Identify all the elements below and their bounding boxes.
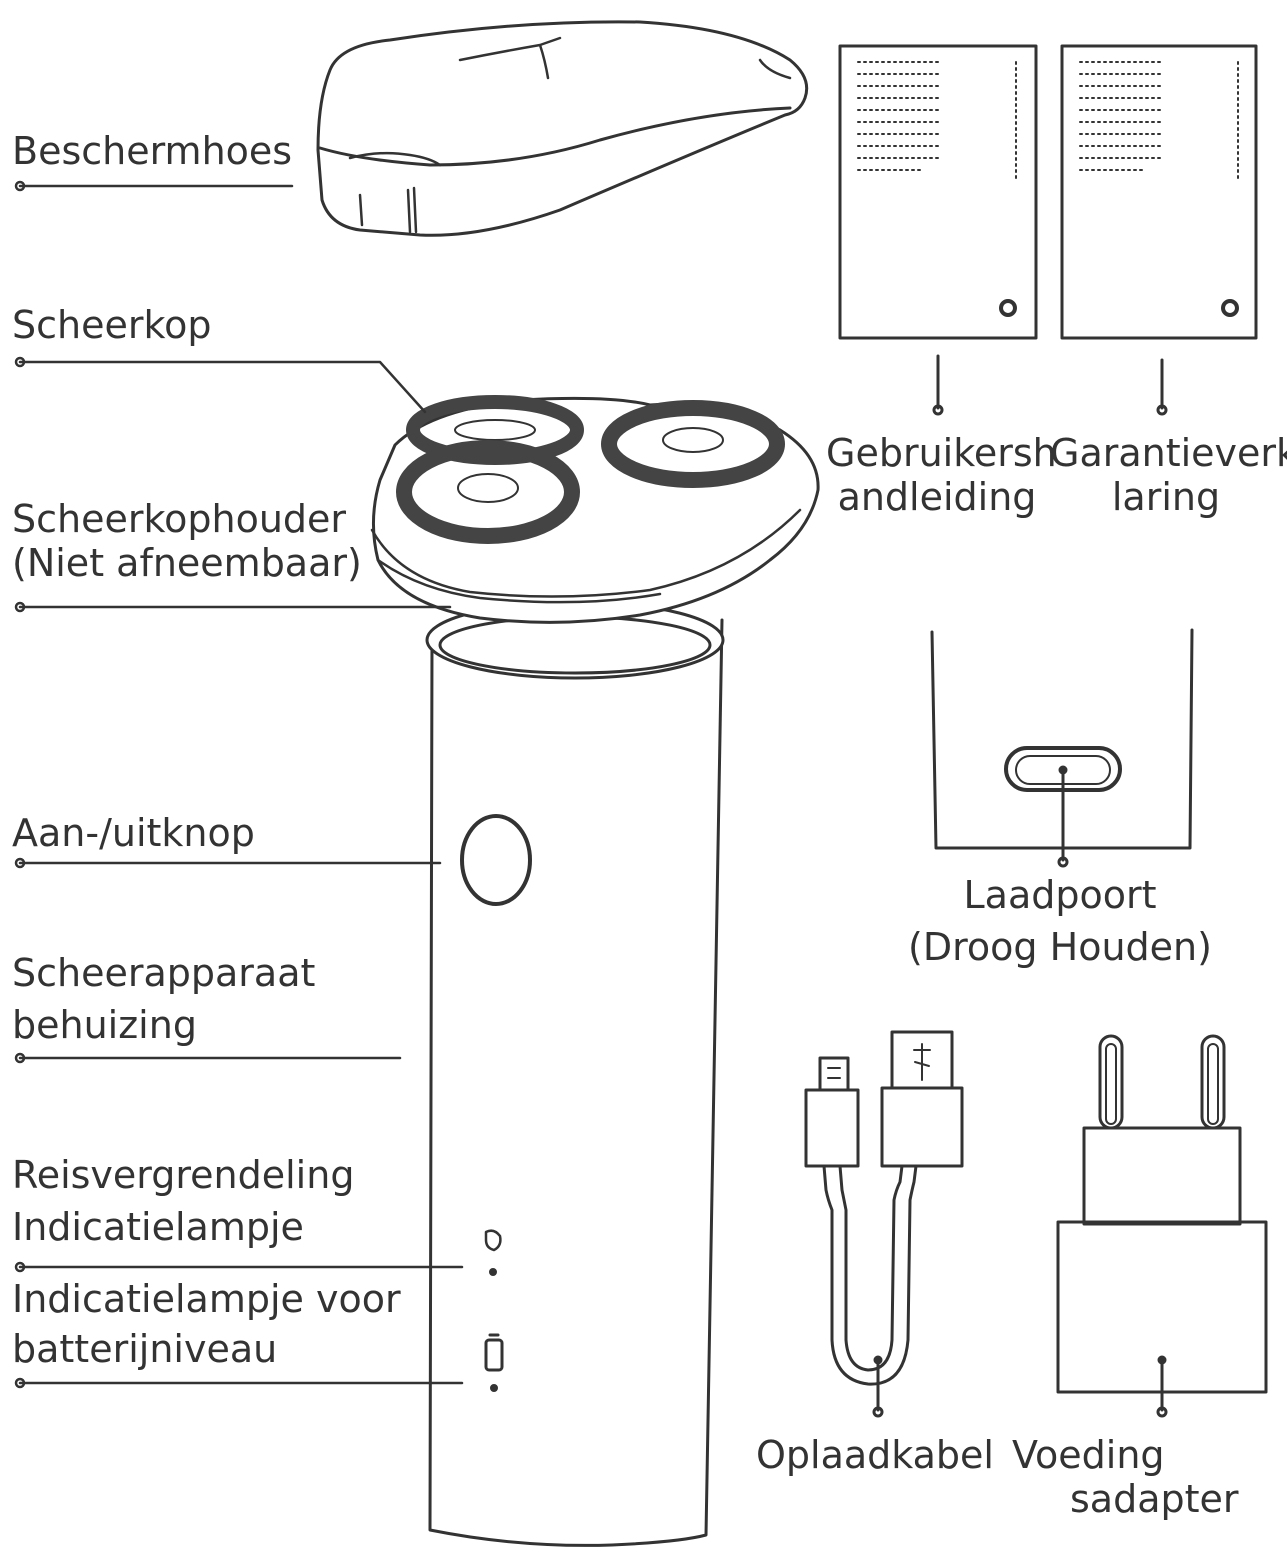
- label-batterij-line1: Indicatielampje voor: [12, 1277, 401, 1321]
- label-handleiding-line1: Gebruikersh: [826, 431, 1057, 475]
- label-garantie-line2: laring: [1111, 475, 1221, 519]
- label-batterij-line2: batterijniveau: [12, 1327, 278, 1371]
- label-scheerkophouder-line1: Scheerkophouder: [12, 497, 347, 541]
- shaver-body-drawing: [425, 600, 725, 1547]
- label-scheerkop: Scheerkop: [12, 303, 212, 347]
- label-behuizing-line2: behuizing: [12, 1003, 197, 1047]
- label-laadpoort-line2: (Droog Houden): [908, 925, 1212, 969]
- label-reisvergrendeling-line1: Reisvergrendeling: [12, 1153, 355, 1197]
- user-manual-drawing: [838, 44, 1038, 416]
- label-scheerkophouder-line2: (Niet afneembaar): [12, 541, 362, 585]
- label-oplaadkabel: Oplaadkabel: [756, 1433, 994, 1477]
- power-adapter-drawing: [1056, 1034, 1268, 1418]
- shaver-head-drawing: [370, 395, 820, 624]
- leader-lines: [14, 180, 464, 1389]
- label-behuizing-line1: Scheerapparaat: [12, 951, 316, 995]
- label-laadpoort-line1: Laadpoort: [963, 873, 1157, 917]
- charging-cable-drawing: [804, 1030, 964, 1418]
- label-garantie-line1: Garantieverk: [1050, 431, 1287, 475]
- charging-port-drawing: [930, 628, 1194, 868]
- label-voeding-line2: sadapter: [1070, 1477, 1239, 1521]
- warranty-card-drawing: [1060, 44, 1258, 416]
- label-aan-uitknop: Aan-/uitknop: [12, 811, 255, 855]
- label-beschermhoes: Beschermhoes: [12, 129, 293, 173]
- protective-cover-drawing: [316, 20, 809, 237]
- label-handleiding-line2: andleiding: [837, 475, 1037, 519]
- label-reisvergrendeling-line2: Indicatielampje: [12, 1205, 304, 1249]
- label-voeding-line1: Voeding: [1012, 1433, 1165, 1477]
